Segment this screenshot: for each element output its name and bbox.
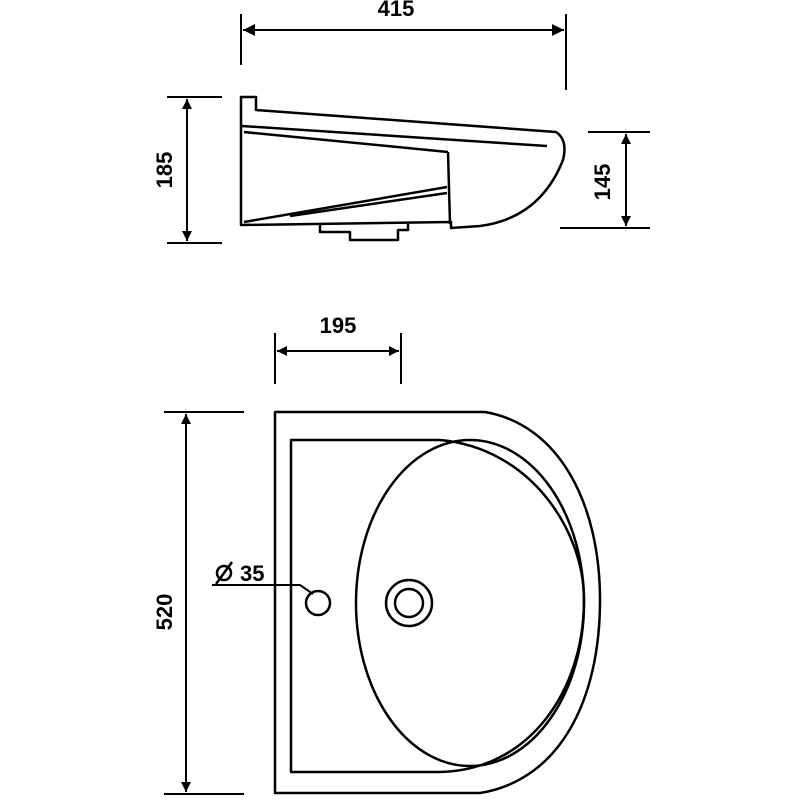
drain-inner bbox=[393, 587, 425, 619]
tap-offset-dimension: 195 bbox=[274, 313, 402, 384]
front-height-label: 145 bbox=[590, 164, 615, 201]
front-height-dimension: 145 bbox=[560, 131, 650, 229]
side-view bbox=[239, 95, 566, 242]
side-height-label: 185 bbox=[152, 152, 177, 189]
depth-dimension: 520 bbox=[152, 411, 244, 795]
width-dimension: 415 bbox=[240, 0, 567, 90]
tap-hole-label: 35 bbox=[240, 561, 264, 586]
width-label: 415 bbox=[378, 0, 415, 21]
depth-label: 520 bbox=[152, 594, 177, 631]
side-height-dimension: 185 bbox=[152, 96, 222, 244]
tap-offset-label: 195 bbox=[320, 313, 357, 338]
top-view: 35 bbox=[212, 410, 602, 795]
tap-hole bbox=[304, 589, 332, 617]
bowl bbox=[354, 438, 586, 768]
drain-outer bbox=[384, 578, 434, 628]
diameter-symbol-icon bbox=[214, 561, 234, 585]
